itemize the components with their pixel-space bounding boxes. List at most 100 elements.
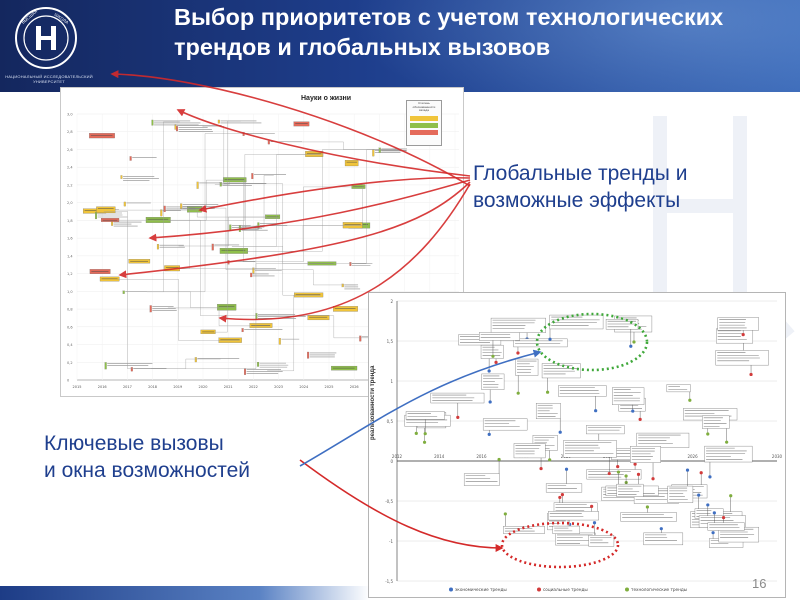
roadmap-marker	[194, 357, 197, 363]
roadmap-marker	[156, 244, 159, 250]
roadmap-box	[89, 133, 115, 139]
trend-dot	[749, 372, 753, 377]
trend-label-box	[548, 511, 599, 521]
roadmap-marker	[149, 305, 152, 313]
roadmap-connector	[103, 211, 152, 369]
roadmap-marker	[160, 209, 163, 217]
legend-label: социальные тренды	[543, 587, 588, 592]
legend-title: Степень обоснованности вклада	[412, 101, 436, 112]
y-tick-label: 1,2	[67, 272, 73, 276]
y-tick-label: 1,4	[67, 254, 73, 258]
trend-dot	[616, 470, 621, 474]
trend-dot	[636, 472, 641, 476]
global-trends-line-2: возможные эффекты	[473, 189, 681, 212]
roadmap-connector	[115, 209, 279, 218]
trend-dot	[633, 462, 637, 466]
roadmap-box	[218, 337, 242, 343]
roadmap-marker	[257, 362, 260, 367]
trend-dot	[487, 432, 491, 436]
y-tick-label: 1,5	[387, 339, 394, 344]
roadmap-connector	[117, 279, 240, 341]
roadmap-marker	[151, 119, 154, 126]
trend-dot	[497, 457, 501, 462]
slide-title-line-2: трендов и глобальных вызовов	[174, 34, 551, 60]
roadmap-box	[217, 304, 237, 311]
trend-dot	[422, 440, 427, 444]
trend-label-box	[503, 526, 545, 534]
roadmap-marker	[341, 283, 344, 288]
roadmap-connector	[245, 183, 321, 296]
roadmap-connector	[271, 269, 356, 286]
roadmap-marker	[359, 335, 362, 342]
trend-dot	[516, 351, 520, 355]
trend-dot	[706, 503, 710, 507]
roadmap-connector	[214, 120, 241, 333]
trend-dot	[741, 333, 745, 337]
y-tick-label: -1,5	[385, 579, 393, 584]
roadmap-connector	[178, 216, 279, 247]
roadmap-box	[164, 265, 180, 272]
roadmap-box	[344, 160, 359, 167]
trend-label-box	[586, 425, 625, 435]
trend-label-box	[717, 317, 759, 331]
roadmap-connector	[287, 141, 400, 150]
trend-dot	[558, 495, 562, 500]
roadmap-marker	[120, 175, 123, 179]
trend-label-box	[482, 418, 528, 431]
trend-label-box	[588, 535, 615, 547]
trend-dot	[592, 521, 597, 525]
roadmap-connector	[267, 295, 321, 371]
roadmap-marker	[176, 126, 179, 132]
roadmap-marker	[163, 205, 166, 212]
global-trends-callout: Глобальные тренды и возможные эффекты	[473, 160, 773, 214]
x-tick-label: 2026	[350, 385, 359, 389]
trend-label-box	[563, 440, 617, 458]
key-challenges-line-2: и окна возможностей	[44, 459, 251, 482]
roadmap-marker	[267, 140, 270, 145]
legend-swatch-high	[410, 115, 438, 121]
roadmap-connector	[167, 307, 271, 327]
legend-swatch-medium	[410, 122, 438, 128]
trend-label-box	[667, 485, 694, 503]
roadmap-connector	[202, 126, 246, 184]
y-tick-label: 0,4	[67, 343, 73, 347]
trend-dot	[414, 431, 418, 436]
roadmap-marker	[378, 147, 381, 153]
trend-chart-canvas: 21,510,50-0,5-1-1,5201220142016201820202…	[385, 299, 782, 592]
trend-label-box	[702, 415, 730, 429]
trend-dot	[558, 430, 562, 434]
legend-swatch-low	[410, 129, 438, 135]
key-challenges-callout: Ключевые вызовы и окна возможностей	[44, 430, 344, 484]
y-tick-label: 0,8	[67, 308, 73, 312]
roadmap-connector	[245, 225, 361, 252]
trend-dot	[729, 494, 733, 498]
y-tick-label: 2,4	[67, 166, 73, 170]
legend-dot	[537, 587, 541, 592]
legend-label: технологические тренды	[631, 587, 687, 592]
x-tick-label: 2012	[392, 454, 403, 459]
roadmap-box	[305, 151, 324, 157]
trend-dot	[548, 337, 552, 341]
roadmap-marker	[227, 260, 230, 265]
roadmap-marker	[104, 362, 107, 370]
trend-dot	[545, 390, 550, 394]
roadmap-marker	[238, 225, 241, 232]
roadmap-box	[342, 222, 363, 229]
trend-label-box	[620, 512, 677, 522]
roadmap-box	[223, 177, 247, 183]
y-tick-label: 0	[390, 459, 393, 464]
roadmap-connector	[178, 209, 201, 269]
trend-label-box	[636, 432, 690, 448]
slide-number: 16	[752, 576, 767, 591]
y-tick-label: 2,6	[67, 148, 73, 152]
y-tick-label: 3,0	[67, 113, 73, 117]
trend-dot	[712, 511, 716, 515]
y-tick-label: 1,8	[67, 219, 73, 223]
trend-dot	[456, 415, 460, 420]
footer-bar	[0, 586, 370, 600]
roadmap-connector	[180, 207, 272, 270]
x-tick-label: 2016	[476, 454, 487, 459]
trend-dot	[711, 531, 715, 535]
trend-dot	[651, 477, 655, 481]
trend-dot	[708, 475, 712, 479]
